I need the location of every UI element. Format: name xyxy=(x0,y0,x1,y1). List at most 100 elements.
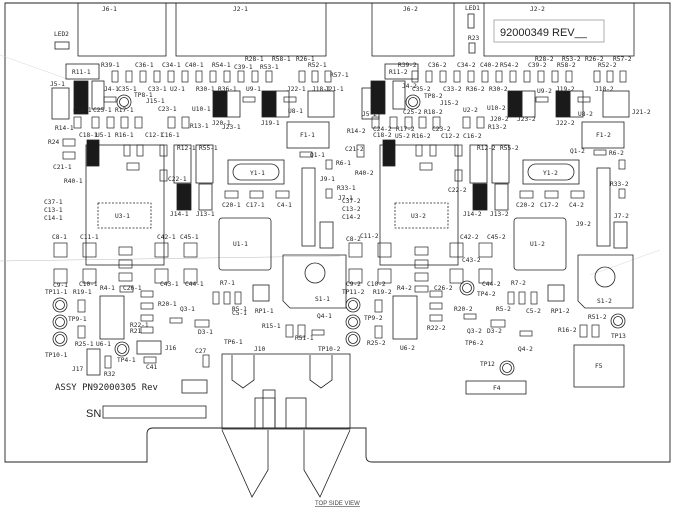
u3-2-body xyxy=(394,202,449,229)
refdes-c21-1: C21-1 xyxy=(53,164,72,171)
refdes-r51-1: R51-1 xyxy=(295,335,314,342)
refdes-c18-1: C18-1 xyxy=(79,132,98,139)
refdes-r33-2: R33-2 xyxy=(610,181,629,188)
refdes-r17-1: R17-1 xyxy=(115,107,134,114)
refdes-tp12: TP12 xyxy=(480,361,495,368)
refdes-c25-1: C25-1 xyxy=(93,107,112,114)
refdes-j19-1: J19-1 xyxy=(261,120,280,127)
smd-capacitor xyxy=(432,116,441,129)
refdes-y1-1: Y1-1 xyxy=(250,170,265,177)
refdes-c4-1: C4-1 xyxy=(277,202,292,209)
refdes-j23-1: J23-1 xyxy=(222,124,241,131)
smd-resistor xyxy=(325,188,333,199)
refdes-u10-2: U10-2 xyxy=(487,105,506,112)
connector-j10 xyxy=(221,353,351,430)
smd-capacitor xyxy=(275,190,290,199)
smd-capacitor xyxy=(134,116,143,129)
smd-resistor xyxy=(523,70,531,83)
refdes-c14-2: C14-2 xyxy=(342,214,361,221)
refdes-tp9-1: TP9-1 xyxy=(68,316,87,323)
sot-transistor xyxy=(103,96,117,103)
smd-capacitor xyxy=(181,116,190,129)
refdes-s1-2: S1-2 xyxy=(597,298,612,305)
refdes-q1-1: Q1-1 xyxy=(310,152,325,159)
refdes-c10-2: C10-2 xyxy=(367,281,386,288)
fuse-f5 xyxy=(573,344,625,388)
refdes-c22-2: C22-2 xyxy=(448,187,467,194)
smd-resistor xyxy=(324,70,332,83)
refdes-j21-1: J21-1 xyxy=(325,86,344,93)
refdes-r53-1: R53-1 xyxy=(260,64,279,71)
refdes-tp10-2: TP10-2 xyxy=(318,346,341,353)
refdes-u2-1: U2-1 xyxy=(170,86,185,93)
smd-capacitor xyxy=(62,151,76,160)
smd-capacitor xyxy=(519,190,534,199)
refdes-c20-1: C20-1 xyxy=(222,202,241,209)
sot-transistor xyxy=(169,317,183,324)
refdes-j13-2: J13-2 xyxy=(490,211,509,218)
smd-resistor xyxy=(311,70,319,83)
u1-2-body xyxy=(513,217,567,271)
refdes-j20-2: J20-2 xyxy=(490,116,509,123)
refdes-u9-1: U9-1 xyxy=(246,86,261,93)
smd-capacitor xyxy=(478,242,493,258)
refdes-c33-2: C33-2 xyxy=(443,86,462,93)
smd-resistor xyxy=(77,325,86,339)
smd-resistor xyxy=(509,70,517,83)
refdes-c44-1: C44-1 xyxy=(185,281,204,288)
refdes-j2-2: J2-2 xyxy=(530,6,545,13)
smd-resistor xyxy=(606,70,614,83)
rotary-switch-s1-2 xyxy=(577,254,634,309)
smd-capacitor xyxy=(154,268,169,284)
refdes-r28-1: R28-1 xyxy=(245,56,264,63)
refdes-d3-2: D3-2 xyxy=(487,328,502,335)
refdes-r55-1: R55-1 xyxy=(199,145,218,152)
refdes-u10-1: U10-1 xyxy=(192,106,211,113)
refdes-c41: C41 xyxy=(146,364,157,371)
refdes-c17-2: C17-2 xyxy=(540,202,559,209)
refdes-j5-1: J5-1 xyxy=(50,81,65,88)
smd-resistor xyxy=(126,162,140,171)
smd-resistor xyxy=(212,291,220,305)
refdes-r40-2: R40-2 xyxy=(355,170,374,177)
u1-1-body xyxy=(218,217,272,271)
refdes-r5-2: R5-2 xyxy=(496,306,511,313)
board-outline xyxy=(4,2,671,463)
smd-capacitor xyxy=(429,314,443,322)
smd-capacitor xyxy=(118,259,133,269)
smd-capacitor xyxy=(414,272,429,282)
smd-resistor xyxy=(237,70,245,83)
smd-resistor xyxy=(297,324,306,338)
refdes-f1-2: F1-2 xyxy=(596,132,611,139)
refdes-c39-1: C39-1 xyxy=(234,64,253,71)
refdes-r55-2: R55-2 xyxy=(500,145,519,152)
refdes-tp8-1: TP8-1 xyxy=(134,92,153,99)
refdes-r11-1: R11-1 xyxy=(72,69,91,76)
refdes-c37-1: C37-1 xyxy=(44,199,63,206)
refdes-r11-2: R11-2 xyxy=(389,69,408,76)
serial-label: SN xyxy=(86,408,101,420)
refdes-c12-2: C12-2 xyxy=(441,133,460,140)
smd-resistor xyxy=(285,324,294,338)
smd-resistor xyxy=(265,70,273,83)
refdes-u1-1: U1-1 xyxy=(233,241,248,248)
refdes-r25-2: R25-2 xyxy=(367,340,386,347)
refdes-j16: J16 xyxy=(165,345,176,352)
smd-capacitor xyxy=(476,116,485,129)
diode-d3-1 xyxy=(194,319,210,328)
fuse-f4 xyxy=(465,380,527,395)
refdes-r58-1: R58-1 xyxy=(272,56,291,63)
refdes-r39-1: R39-1 xyxy=(101,62,120,69)
refdes-c11-1: C11-1 xyxy=(80,234,99,241)
refdes-j18-2: J18-2 xyxy=(595,86,614,93)
refdes-c5-1: C5-1 xyxy=(232,310,247,317)
refdes-r23: R23 xyxy=(468,35,479,42)
refdes-r58-2: R58-2 xyxy=(557,62,576,69)
refdes-c33-1: C33-1 xyxy=(148,86,167,93)
refdes-c24-2: C24-2 xyxy=(373,126,392,133)
refdes-q3-2: Q3-2 xyxy=(467,328,482,335)
smd-resistor xyxy=(481,70,489,83)
smd-capacitor xyxy=(348,268,363,284)
smd-capacitor xyxy=(202,354,210,368)
